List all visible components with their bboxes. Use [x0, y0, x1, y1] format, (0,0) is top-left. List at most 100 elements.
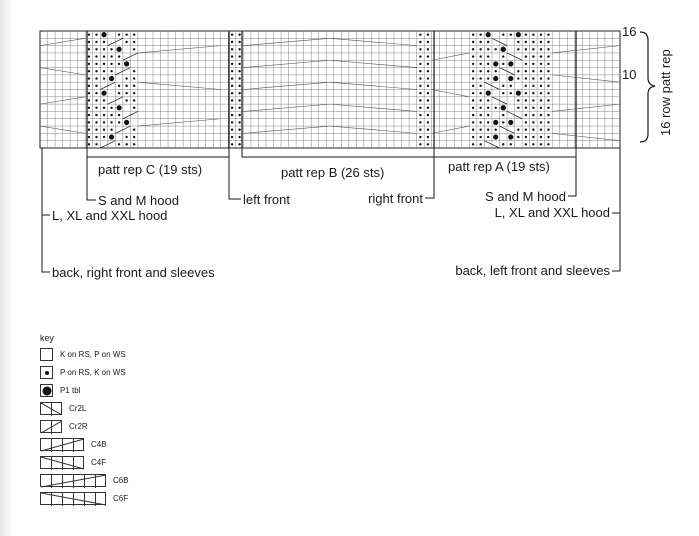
- purl-dot: [426, 91, 430, 95]
- purl-dot: [471, 91, 475, 95]
- cable-stitch: [329, 125, 417, 134]
- row-repeat-brace: [639, 31, 656, 143]
- cable-stitch: [329, 38, 417, 46]
- cable-stitch: [552, 45, 621, 54]
- chart-key: key K on RS, P on WS P on RS, K on WS P1…: [40, 333, 280, 523]
- cross-stitch: [115, 125, 131, 134]
- cross-stitch: [484, 81, 500, 90]
- cross-stitch: [122, 52, 139, 61]
- back-right-front-sleeves-label: back, right front and sleeves: [52, 265, 215, 280]
- key-row-c6b: C6B: [40, 473, 129, 488]
- purl-dot: [238, 135, 241, 139]
- purl-dot: [486, 77, 490, 80]
- purl-dot: [95, 113, 98, 117]
- p1-tbl-dot: [108, 75, 115, 82]
- purl-dot: [87, 113, 91, 117]
- purl-dot: [102, 62, 106, 66]
- purl-dot: [95, 62, 98, 66]
- patt-rep-b-label: patt rep B (26 sts): [281, 165, 384, 180]
- purl-dot: [95, 33, 98, 36]
- purl-dot: [102, 128, 106, 131]
- chart-grid: [39, 30, 621, 149]
- purl-dot: [539, 55, 543, 58]
- key-text: P on RS, K on WS: [60, 367, 126, 377]
- cable-stitch: [243, 125, 331, 134]
- purl-dot: [532, 91, 535, 95]
- purl-dot: [471, 40, 475, 44]
- purl-dot: [479, 99, 482, 102]
- purl-dot: [102, 55, 106, 58]
- purl-dot: [87, 128, 91, 131]
- purl-dot: [471, 99, 475, 102]
- purl-dot: [479, 128, 482, 131]
- purl-dot: [471, 77, 475, 80]
- key-text: C6B: [113, 475, 129, 485]
- purl-dot: [419, 113, 422, 117]
- purl-dot: [547, 55, 550, 58]
- c6b-icon: [40, 473, 107, 488]
- purl-dot: [95, 84, 98, 88]
- purl-dot: [230, 106, 234, 109]
- purl-dot: [517, 128, 520, 131]
- purl-dot: [419, 77, 422, 80]
- purl-dot: [539, 33, 543, 36]
- purl-dot: [524, 55, 528, 58]
- purl-dot: [539, 128, 543, 131]
- purl-dot: [479, 143, 482, 146]
- purl-dot: [524, 113, 528, 117]
- purl-dot: [238, 62, 241, 66]
- purl-dot: [132, 128, 136, 131]
- purl-dot: [539, 62, 543, 66]
- purl-dot: [486, 99, 490, 102]
- p1-tbl-dot: [515, 32, 521, 38]
- purl-dot: [524, 48, 528, 51]
- purl-dot: [539, 77, 543, 80]
- purl-dot: [95, 70, 98, 73]
- purl-dot: [102, 113, 106, 117]
- cable-stitch: [39, 38, 86, 46]
- key-row-cr2l: Cr2L: [40, 401, 86, 416]
- small-dot-icon: [40, 365, 53, 379]
- purl-dot: [547, 121, 550, 124]
- purl-dot: [87, 55, 91, 58]
- purl-dot: [117, 121, 121, 124]
- purl-dot: [230, 62, 234, 66]
- key-text: C4F: [91, 457, 107, 467]
- purl-dot: [479, 91, 482, 95]
- purl-dot: [532, 84, 535, 88]
- purl-dot: [547, 62, 550, 66]
- purl-dot: [125, 33, 128, 36]
- purl-dot: [238, 77, 241, 80]
- purl-dot: [494, 48, 497, 51]
- purl-dot: [102, 135, 106, 139]
- p1-tbl-dot: [124, 61, 130, 67]
- cross-stitch: [506, 111, 523, 120]
- key-title: key: [40, 333, 55, 343]
- purl-dot: [471, 135, 475, 139]
- p1-tbl-dot: [508, 119, 514, 126]
- purl-dot: [486, 106, 490, 109]
- purl-dot: [547, 143, 550, 146]
- cable-stitch: [39, 96, 86, 105]
- purl-dot: [532, 62, 535, 66]
- p1-tbl-dot: [508, 134, 514, 140]
- cross-stitch: [491, 96, 508, 105]
- p1-tbl-dot: [485, 32, 491, 38]
- purl-dot: [419, 121, 422, 124]
- purl-dot: [426, 106, 430, 109]
- key-row-c6f: C6F: [40, 491, 128, 506]
- purl-dot: [547, 33, 550, 36]
- purl-dot: [524, 106, 528, 109]
- purl-dot: [502, 84, 505, 88]
- row-number-10: 10: [622, 67, 636, 82]
- p1-tbl-dot: [493, 134, 499, 140]
- purl-dot: [426, 135, 430, 139]
- purl-dot: [471, 70, 475, 73]
- purl-dot: [539, 70, 543, 73]
- purl-dot: [479, 121, 482, 124]
- purl-dot: [419, 48, 422, 51]
- purl-dot: [509, 84, 512, 88]
- purl-dot: [479, 33, 482, 36]
- cross-stitch: [100, 81, 116, 90]
- purl-dot: [471, 143, 475, 146]
